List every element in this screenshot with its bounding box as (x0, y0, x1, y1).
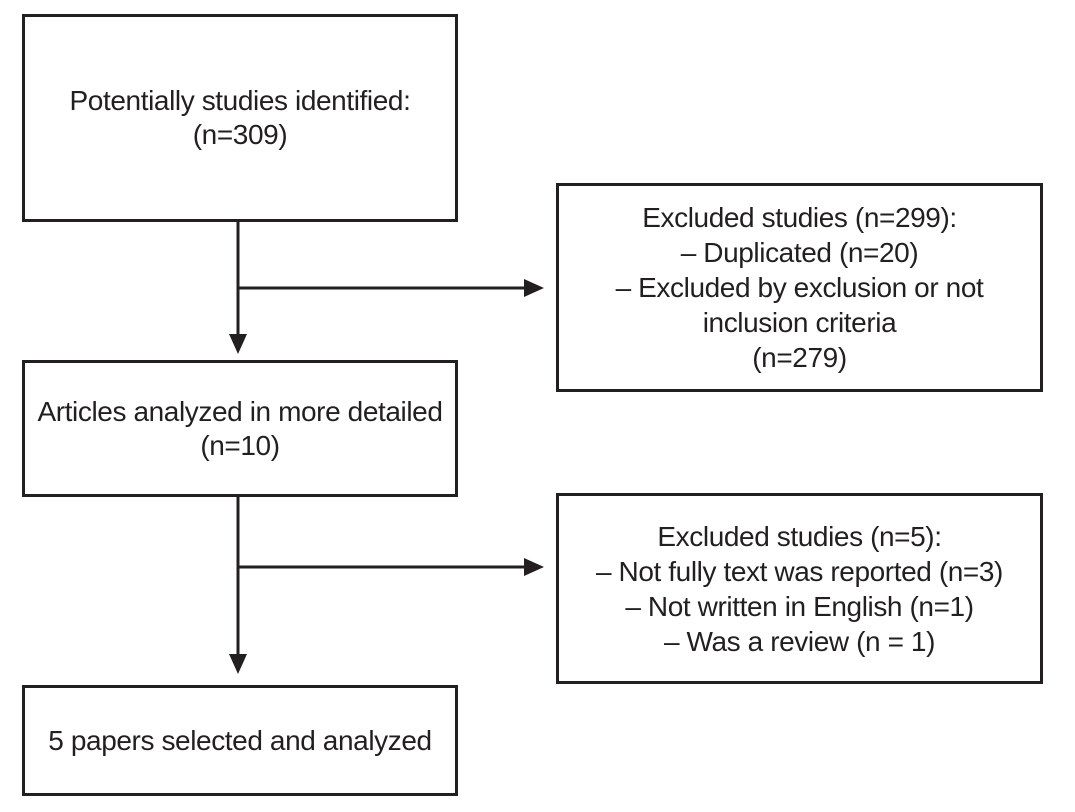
box-text-line: (n=10) (200, 429, 280, 461)
arrow-identified-to-analyzed (229, 222, 247, 354)
box-text-line: Excluded studies (n=5): (657, 520, 942, 552)
box-excluded-studies-299: Excluded studies (n=299): – Duplicated (… (556, 183, 1043, 392)
box-text-line: (n=279) (752, 342, 847, 373)
box-papers-selected: 5 papers selected and analyzed (22, 685, 458, 796)
box-text-line: Excluded studies (n=299): (642, 202, 957, 233)
box-text-line: – Duplicated (n=20) (680, 237, 919, 268)
box-text-line: inclusion criteria (702, 307, 897, 338)
box-text-line: – Was a review (n = 1) (663, 625, 936, 657)
box-text-line: 5 papers selected and analyzed (48, 724, 432, 756)
box-text-line: Potentially studies identified: (69, 85, 411, 116)
box-text-line: – Not written in English (n=1) (625, 590, 974, 622)
box-articles-analyzed: Articles analyzed in more detailed (n=10… (22, 360, 458, 497)
box-text-line: Articles analyzed in more detailed (37, 395, 443, 427)
box-text-line: – Not fully text was reported (n=3) (596, 555, 1003, 587)
box-text-line: – Excluded by exclusion or not (615, 272, 984, 303)
box-potentially-studies-identified: Potentially studies identified: (n=309) (22, 14, 458, 222)
arrow-analyzed-to-selected (229, 497, 247, 674)
arrow-branch-to-excluded-first (238, 279, 544, 297)
arrow-branch-to-excluded-second (238, 558, 544, 576)
box-excluded-studies-5: Excluded studies (n=5): – Not fully text… (556, 493, 1043, 684)
box-text-line: (n=309) (192, 119, 288, 150)
